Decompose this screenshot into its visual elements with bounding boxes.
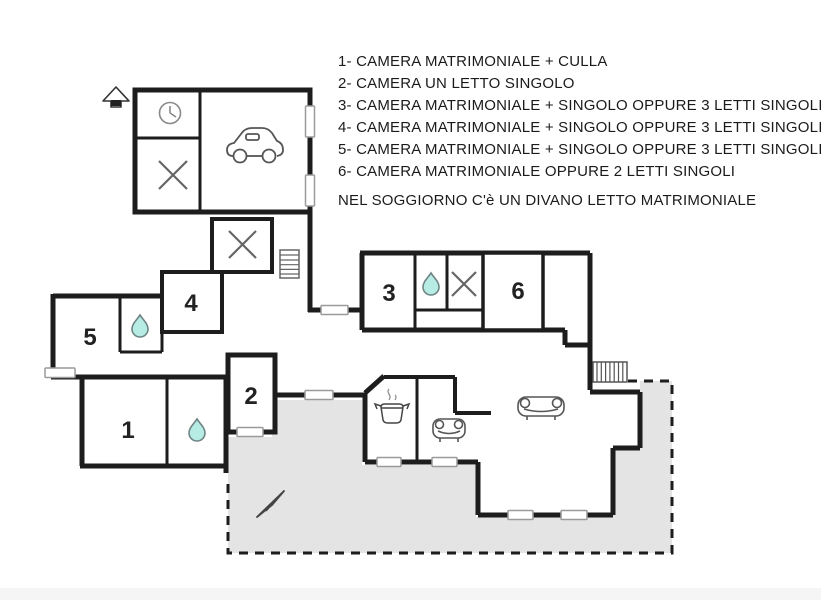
water-drop-icon xyxy=(422,271,440,296)
garage-block xyxy=(132,87,313,215)
water-drop-icon xyxy=(188,417,206,442)
stairs-icon xyxy=(279,249,300,279)
window xyxy=(304,389,334,401)
legend-item-3: 3- CAMERA MATRIMONIALE + SINGOLO OPPURE … xyxy=(338,97,821,114)
legend-item-4: 4- CAMERA MATRIMONIALE + SINGOLO OPPURE … xyxy=(338,119,821,136)
room-5-label: 5 xyxy=(83,324,96,351)
windows xyxy=(44,105,588,521)
cross-symbol-icon xyxy=(228,230,257,259)
utility-room xyxy=(210,217,274,274)
page-bottom-band xyxy=(0,588,821,600)
room-4-label: 4 xyxy=(184,290,198,317)
legend-item-6: 6- CAMERA MATRIMONIALE OPPURE 2 LETTI SI… xyxy=(338,163,736,180)
clock-icon xyxy=(158,101,182,125)
room-1-label: 1 xyxy=(121,417,134,444)
window xyxy=(304,174,316,207)
window xyxy=(431,456,458,468)
window xyxy=(304,105,316,138)
window xyxy=(376,456,402,468)
left-wing-walls xyxy=(50,293,229,473)
garage-outline xyxy=(132,87,313,215)
room-4 xyxy=(160,270,224,334)
legend: 1- CAMERA MATRIMONIALE + CULLA 2- CAMERA… xyxy=(338,51,821,212)
room-6 xyxy=(481,251,545,332)
legend-item-2: 2- CAMERA UN LETTO SINGOLO xyxy=(338,75,575,92)
sofa-icon xyxy=(517,396,565,420)
cross-symbol-icon xyxy=(158,160,188,190)
legend-item-5: 5- CAMERA MATRIMONIALE + SINGOLO OPPURE … xyxy=(338,141,821,158)
stove-pot-icon xyxy=(373,388,411,424)
window xyxy=(560,509,588,521)
room-6-label: 6 xyxy=(511,278,524,305)
legend-item-1: 1- CAMERA MATRIMONIALE + CULLA xyxy=(338,53,608,70)
water-drop-icon xyxy=(131,313,149,338)
room-2-label: 2 xyxy=(244,383,257,410)
stairs-icon xyxy=(592,361,628,383)
north-arrow-icon xyxy=(102,86,130,108)
armchair-icon xyxy=(432,418,466,442)
terrace-arrow-icon xyxy=(256,490,285,518)
window xyxy=(236,426,264,438)
room-3-label: 3 xyxy=(382,280,395,307)
window xyxy=(507,509,534,521)
legend-note: NEL SOGGIORNO C'è UN DIVANO LETTO MATRIM… xyxy=(338,192,757,209)
cross-symbol-icon xyxy=(451,271,477,297)
living-kitchen-walls xyxy=(362,374,643,518)
car-icon xyxy=(226,127,284,164)
window xyxy=(44,367,76,379)
window xyxy=(320,304,349,316)
terrace-dashed-border xyxy=(226,379,674,555)
corridor-walls xyxy=(307,212,362,313)
